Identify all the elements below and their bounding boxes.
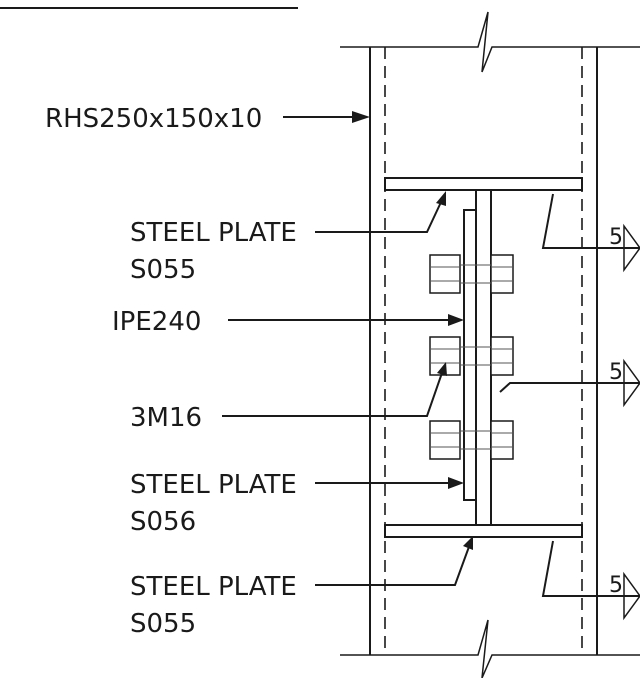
bolt-3	[429, 420, 514, 460]
leader-plate-mid	[315, 477, 464, 489]
steel-plate-bottom	[384, 524, 583, 538]
column-break-top	[340, 11, 640, 73]
label-bolts: 3M16	[130, 403, 202, 433]
weld-size-bottom: 5	[609, 573, 623, 598]
ipe240-web	[475, 189, 492, 526]
leader-plate-bottom	[315, 536, 473, 586]
label-plate-bot-code: S055	[130, 609, 196, 639]
label-ipe240: IPE240	[112, 307, 201, 337]
leader-ipe240	[228, 314, 464, 326]
label-rhs: RHS250x150x10	[45, 104, 262, 134]
steel-plate-s056	[463, 209, 477, 501]
label-plate-top-name: STEEL PLATE	[130, 218, 297, 248]
label-plate-bot-name: STEEL PLATE	[130, 572, 297, 602]
label-plate-mid-code: S056	[130, 507, 196, 537]
weld-size-top: 5	[609, 225, 623, 250]
leader-plate-top	[315, 191, 446, 233]
column-break-bottom	[340, 619, 640, 678]
leader-rhs	[283, 111, 370, 123]
leader-bolts	[222, 362, 447, 417]
label-plate-mid-name: STEEL PLATE	[130, 470, 297, 500]
weld-leader-top	[541, 193, 640, 273]
weld-size-mid: 5	[609, 360, 623, 385]
label-plate-top-code: S055	[130, 255, 196, 285]
weld-leader-bottom	[541, 540, 640, 621]
weld-leader-mid	[499, 358, 640, 408]
bolt-group	[429, 254, 514, 460]
steel-plate-top	[384, 177, 583, 191]
bolt-1	[429, 254, 514, 294]
